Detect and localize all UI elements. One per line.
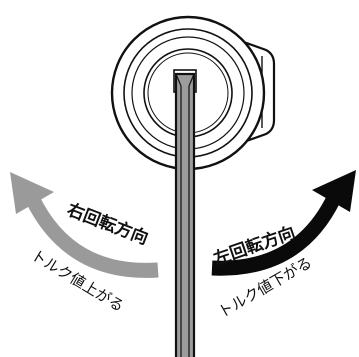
- shaft-body: [176, 74, 194, 357]
- left-direction-label: 右回転方向: [64, 199, 151, 249]
- hex-shaft: [174, 70, 196, 357]
